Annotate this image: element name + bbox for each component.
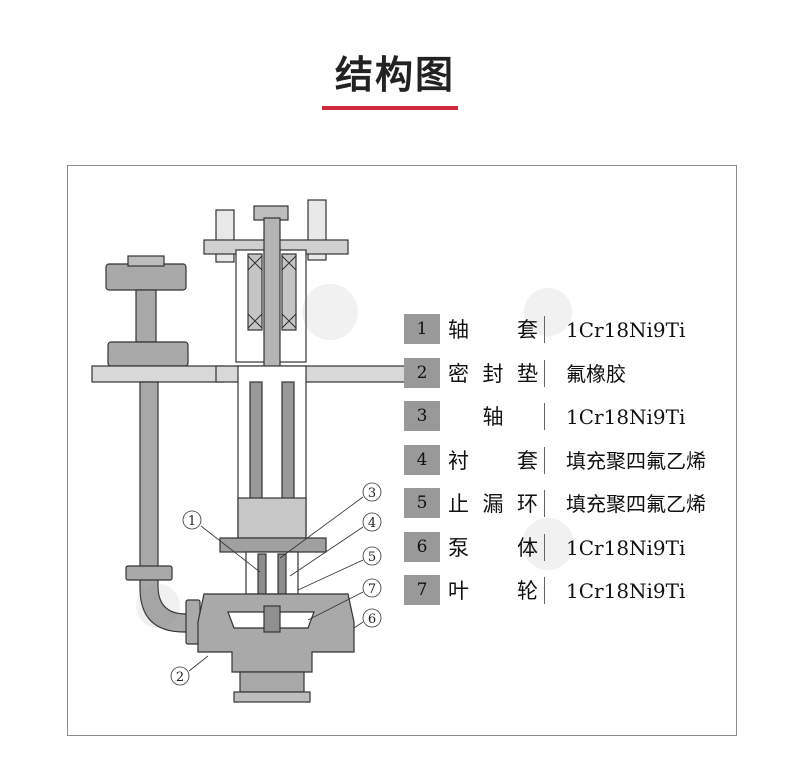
legend-part-name: 轴 套 (448, 318, 538, 342)
page-title: 结构图 (334, 53, 455, 97)
callout-4 (362, 512, 382, 532)
callout-7-label: 7 (368, 582, 376, 597)
fluid-level (237, 497, 307, 539)
impeller-hub (263, 605, 281, 633)
legend-separator (544, 577, 545, 604)
legend-material: 1Cr18Ni9Ti (566, 536, 686, 560)
bearing-right (281, 253, 297, 331)
callout-3 (362, 482, 382, 502)
legend-part-name: 叶 轮 (448, 579, 538, 603)
legend-number: 3 (404, 401, 440, 431)
legend-number: 1 (404, 314, 440, 344)
callout-5 (362, 546, 382, 566)
legend-separator (544, 534, 545, 561)
bearing-cross-icon (247, 255, 297, 329)
legend-number: 5 (404, 488, 440, 518)
legend-material: 1Cr18Ni9Ti (566, 318, 686, 342)
watermark-logo (136, 284, 574, 628)
legend-material: 1Cr18Ni9Ti (566, 579, 686, 603)
bushing-housing (245, 551, 299, 595)
pump-cross-section-drawing: 1 2 3 4 5 6 7 (91, 199, 574, 703)
motor-shaft-column (135, 289, 157, 343)
callout-1 (182, 510, 202, 530)
legend-material: 填充聚四氟乙烯 (566, 492, 706, 516)
base-plate-left (91, 365, 225, 383)
callout-2 (170, 666, 190, 686)
shaft-sleeve (257, 553, 267, 595)
suction-flange (233, 691, 311, 703)
motor-flange-bottom (107, 341, 189, 367)
diagram-frame: 1 2 3 4 5 6 7 1 轴 套 1Cr18Ni9Ti 2 密封垫 氟橡胶… (67, 165, 737, 736)
legend-separator (544, 360, 545, 387)
legend-separator (544, 316, 545, 343)
legend-number: 7 (404, 575, 440, 605)
legend-material: 填充聚四氟乙烯 (566, 449, 706, 473)
callout-6-label: 6 (368, 612, 376, 627)
callout-6 (362, 608, 382, 628)
shaft-sleeve-right (277, 553, 287, 595)
mid-flange (219, 537, 327, 553)
callout-5-label: 5 (368, 550, 376, 565)
legend-part-name: 泵 体 (448, 536, 538, 560)
flange-boss-top (127, 255, 165, 267)
motor-flange-top (105, 263, 187, 291)
callout-7 (362, 578, 382, 598)
callout-1-label: 1 (188, 514, 196, 529)
callout-3-label: 3 (368, 486, 376, 501)
legend-material: 1Cr18Ni9Ti (566, 405, 686, 429)
legend-part-name: 轴 (482, 405, 504, 429)
callout-2-label: 2 (176, 670, 184, 685)
legend-separator (544, 490, 545, 517)
legend-part-name: 密封垫 (448, 362, 538, 386)
legend-number: 6 (404, 532, 440, 562)
legend-number: 4 (404, 445, 440, 475)
legend-part-name: 止漏环 (448, 492, 538, 516)
legend-part-name: 衬 套 (448, 449, 538, 473)
legend-material: 氟橡胶 (566, 362, 626, 386)
suction-nozzle (239, 671, 305, 693)
legend-separator (544, 447, 545, 474)
callout-4-label: 4 (368, 516, 376, 531)
pipe-flange-upper (125, 565, 173, 581)
legend-number: 2 (404, 358, 440, 388)
title-underline (322, 106, 458, 110)
bearing-left (247, 253, 263, 331)
legend-separator (544, 403, 545, 430)
